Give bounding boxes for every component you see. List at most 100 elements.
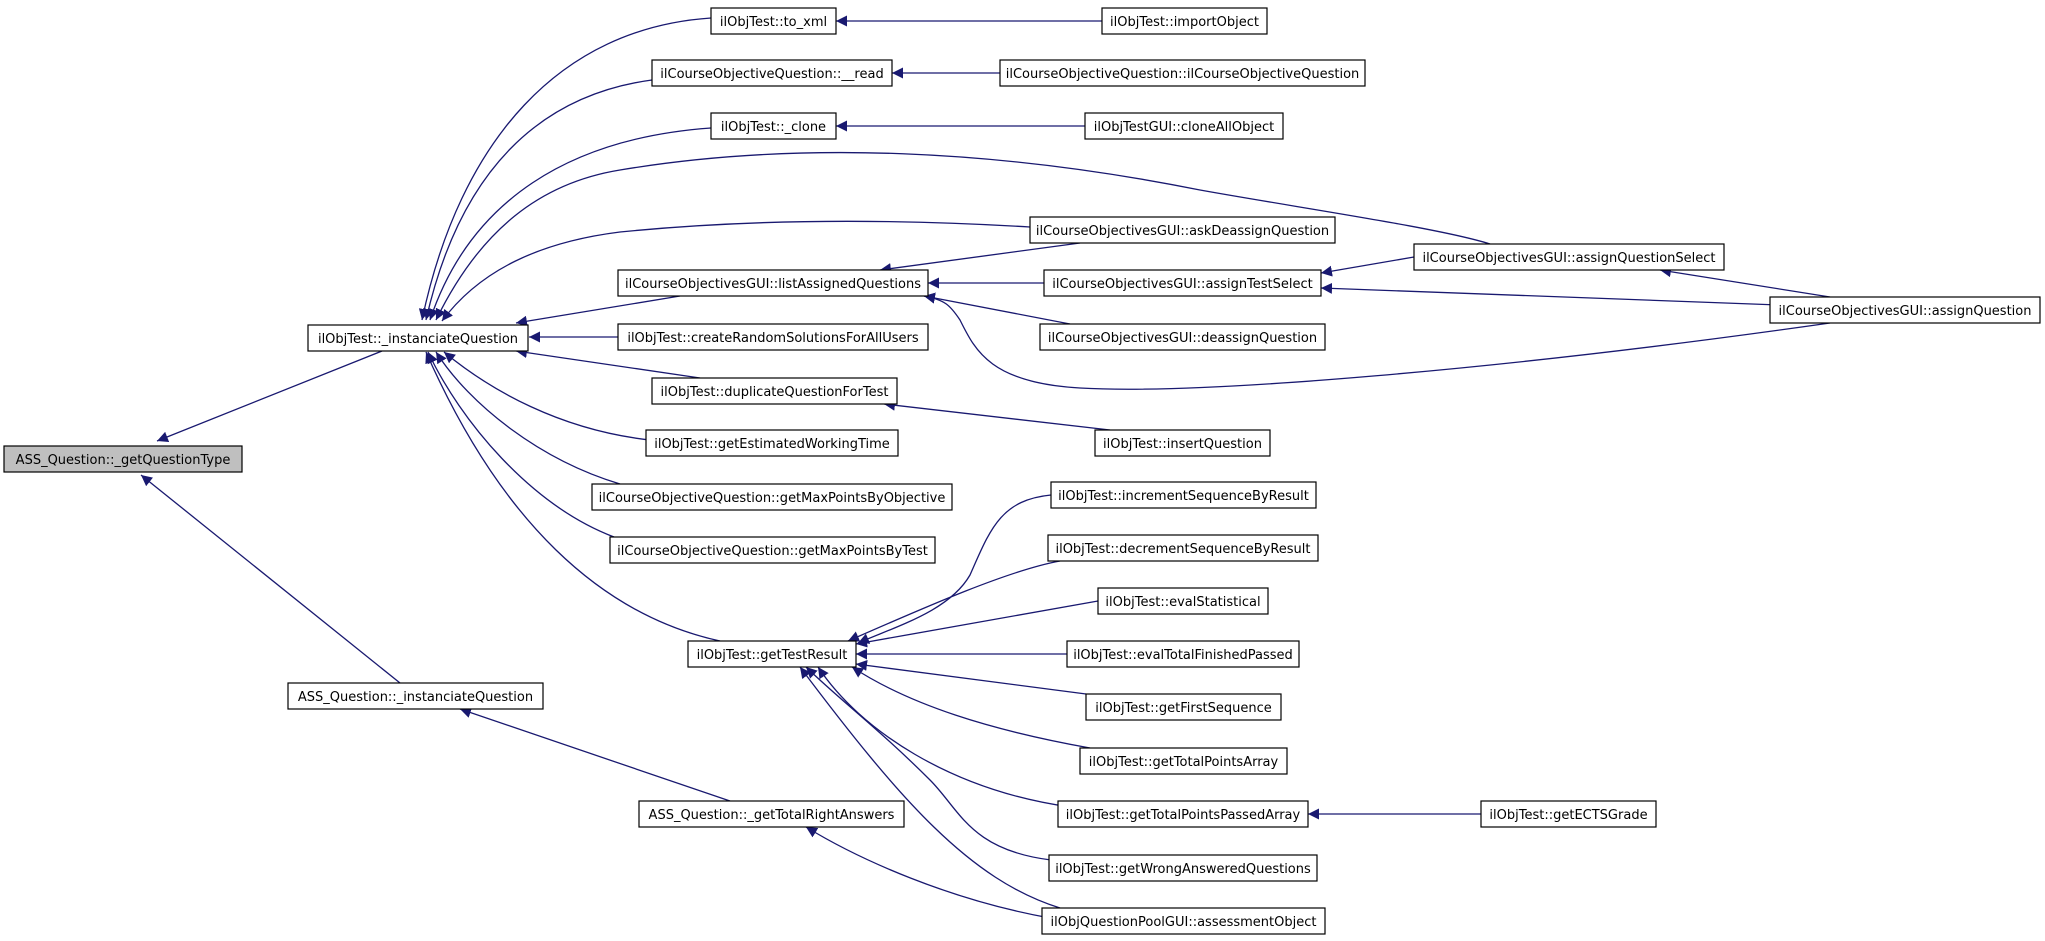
node-insertQ[interactable]: ilObjTest::insertQuestion <box>1094 429 1271 457</box>
node-totalPts[interactable]: ilObjTest::getTotalPointsArray <box>1079 747 1288 775</box>
node-box <box>1029 216 1336 244</box>
node-label: ilCourseObjectiveQuestion::__read <box>660 67 883 82</box>
node-box <box>651 377 898 405</box>
node-box <box>1043 269 1322 297</box>
node-evalStat[interactable]: ilObjTest::evalStatistical <box>1097 587 1269 615</box>
edge-askDeassign-to-listAssigned <box>879 242 1081 274</box>
node-coCtor[interactable]: ilCourseObjectiveQuestion::ilCourseObjec… <box>999 59 1366 87</box>
node-label: ilObjTest::decrementSequenceByResult <box>1055 542 1310 557</box>
edges-layer <box>140 15 1831 919</box>
edge-maxByTest-to-instQ <box>427 351 615 538</box>
node-decSeq[interactable]: ilObjTest::decrementSequenceByResult <box>1047 534 1319 562</box>
node-label: ilObjTest::getFirstSequence <box>1095 701 1272 716</box>
node-box <box>617 269 929 297</box>
edge-insertQ-to-dupQuestion <box>883 399 1111 431</box>
edge-listAssigned-to-instQ <box>515 295 681 327</box>
node-label: ASS_Question::_getTotalRightAnswers <box>649 808 895 823</box>
edge-maxByObj-to-instQ <box>435 351 621 485</box>
node-label: ilObjTest::incrementSequenceByResult <box>1058 489 1309 504</box>
node-cloneAll[interactable]: ilObjTestGUI::cloneAllObject <box>1084 112 1284 140</box>
node-label: ilObjTestGUI::cloneAllObject <box>1094 120 1275 135</box>
node-box <box>1057 800 1309 828</box>
node-dupQuestion[interactable]: ilObjTest::duplicateQuestionForTest <box>651 377 898 405</box>
node-label: ilCourseObjectivesGUI::askDeassignQuesti… <box>1036 224 1329 239</box>
node-box <box>1085 693 1282 721</box>
node-totalRight[interactable]: ASS_Question::_getTotalRightAnswers <box>638 800 905 828</box>
edge-totalPtsPassed-to-testResult <box>817 666 1071 808</box>
node-box <box>645 429 899 457</box>
node-importObj[interactable]: ilObjTest::importObject <box>1101 7 1268 35</box>
node-label: ilObjTest::getEstimatedWorkingTime <box>654 437 890 452</box>
node-label: ilObjQuestionPoolGUI::assessmentObject <box>1051 915 1317 930</box>
node-box <box>1039 323 1326 351</box>
node-getQuestionType[interactable]: ASS_Question::_getQuestionType <box>3 445 243 473</box>
node-box <box>1050 481 1317 509</box>
node-box <box>1084 112 1284 140</box>
node-label: ilObjTest::evalStatistical <box>1105 595 1260 610</box>
node-label: ilObjTest::insertQuestion <box>1103 437 1262 452</box>
node-maxByTest[interactable]: ilCourseObjectiveQuestion::getMaxPointsB… <box>609 536 936 564</box>
node-assessObj[interactable]: ilObjQuestionPoolGUI::assessmentObject <box>1041 907 1326 935</box>
node-coRead[interactable]: ilCourseObjectiveQuestion::__read <box>651 59 893 87</box>
node-totalPtsPassed[interactable]: ilObjTest::getTotalPointsPassedArray <box>1057 800 1309 828</box>
node-label: ilCourseObjectiveQuestion::ilCourseObjec… <box>1006 67 1360 82</box>
node-box <box>999 59 1366 87</box>
node-instQ[interactable]: ilObjTest::_instanciateQuestion <box>307 324 529 352</box>
node-assInstQ[interactable]: ASS_Question::_instanciateQuestion <box>287 682 544 710</box>
edge-firstSeq-to-testResult <box>855 659 1087 695</box>
node-toXml[interactable]: ilObjTest::to_xml <box>710 7 837 35</box>
node-askDeassign[interactable]: ilCourseObjectivesGUI::askDeassignQuesti… <box>1029 216 1336 244</box>
node-ectsGrade[interactable]: ilObjTest::getECTSGrade <box>1480 800 1657 828</box>
node-label: ilCourseObjectivesGUI::assignQuestionSel… <box>1422 251 1715 266</box>
node-deassign[interactable]: ilCourseObjectivesGUI::deassignQuestion <box>1039 323 1326 351</box>
node-evalTotal[interactable]: ilObjTest::evalTotalFinishedPassed <box>1066 640 1300 668</box>
node-label: ASS_Question::_getQuestionType <box>16 453 231 468</box>
node-testResult[interactable]: ilObjTest::getTestResult <box>687 640 857 668</box>
node-label: ilObjTest::getTotalPointsPassedArray <box>1066 808 1301 823</box>
node-assignQ[interactable]: ilCourseObjectivesGUI::assignQuestion <box>1769 296 2041 324</box>
node-box <box>617 323 929 351</box>
edge-assignQ-to-listAssigned <box>923 292 1831 390</box>
node-label: ilObjTest::getTestResult <box>697 648 848 663</box>
node-label: ilObjTest::duplicateQuestionForTest <box>661 385 889 400</box>
node-box <box>1066 640 1300 668</box>
node-label: ilObjTest::createRandomSolutionsForAllUs… <box>627 331 919 346</box>
node-box <box>1047 534 1319 562</box>
edge-evalStat-to-testResult <box>855 600 1099 648</box>
node-label: ilObjTest::_instanciateQuestion <box>318 332 518 347</box>
node-assignTestSel[interactable]: ilCourseObjectivesGUI::assignTestSelect <box>1043 269 1322 297</box>
node-label: ilCourseObjectiveQuestion::getMaxPointsB… <box>617 544 928 559</box>
node-incSeq[interactable]: ilObjTest::incrementSequenceByResult <box>1050 481 1317 509</box>
node-estWorking[interactable]: ilObjTest::getEstimatedWorkingTime <box>645 429 899 457</box>
node-box <box>1079 747 1288 775</box>
edge-assessObj-to-testResult <box>799 666 1061 909</box>
edge-testResult-to-instQ <box>425 351 721 642</box>
node-box <box>1413 243 1725 271</box>
node-box <box>710 112 837 140</box>
node-box <box>609 536 936 564</box>
edge-coRead-to-instQ <box>423 79 653 321</box>
node-maxByObj[interactable]: ilCourseObjectiveQuestion::getMaxPointsB… <box>591 483 953 511</box>
edge-decSeq-to-testResult <box>847 560 1061 642</box>
edge-estWorking-to-instQ <box>443 351 651 441</box>
node-box <box>3 445 243 473</box>
node-assignQSel[interactable]: ilCourseObjectivesGUI::assignQuestionSel… <box>1413 243 1725 271</box>
edge-dupQuestion-to-instQ <box>515 347 701 379</box>
node-label: ilCourseObjectiveQuestion::getMaxPointsB… <box>599 491 946 506</box>
node-createRandom[interactable]: ilObjTest::createRandomSolutionsForAllUs… <box>617 323 929 351</box>
node-listAssigned[interactable]: ilCourseObjectivesGUI::listAssignedQuest… <box>617 269 929 297</box>
node-label: ilObjTest::getTotalPointsArray <box>1089 755 1279 770</box>
node-box <box>1101 7 1268 35</box>
node-box <box>1097 587 1269 615</box>
edge-totalRight-to-assInstQ <box>459 707 731 802</box>
node-wrongAns[interactable]: ilObjTest::getWrongAnsweredQuestions <box>1048 854 1318 882</box>
node-label: ilObjTest::importObject <box>1110 15 1259 30</box>
node-firstSeq[interactable]: ilObjTest::getFirstSequence <box>1085 693 1282 721</box>
edge-assignQ-to-assignTestSel <box>1320 282 1781 306</box>
edge-assignQSel-to-assignTestSel <box>1320 256 1415 277</box>
node-clone[interactable]: ilObjTest::_clone <box>710 112 837 140</box>
node-box <box>1769 296 2041 324</box>
node-box <box>1094 429 1271 457</box>
edge-assessObj-to-totalRight <box>805 826 1051 919</box>
